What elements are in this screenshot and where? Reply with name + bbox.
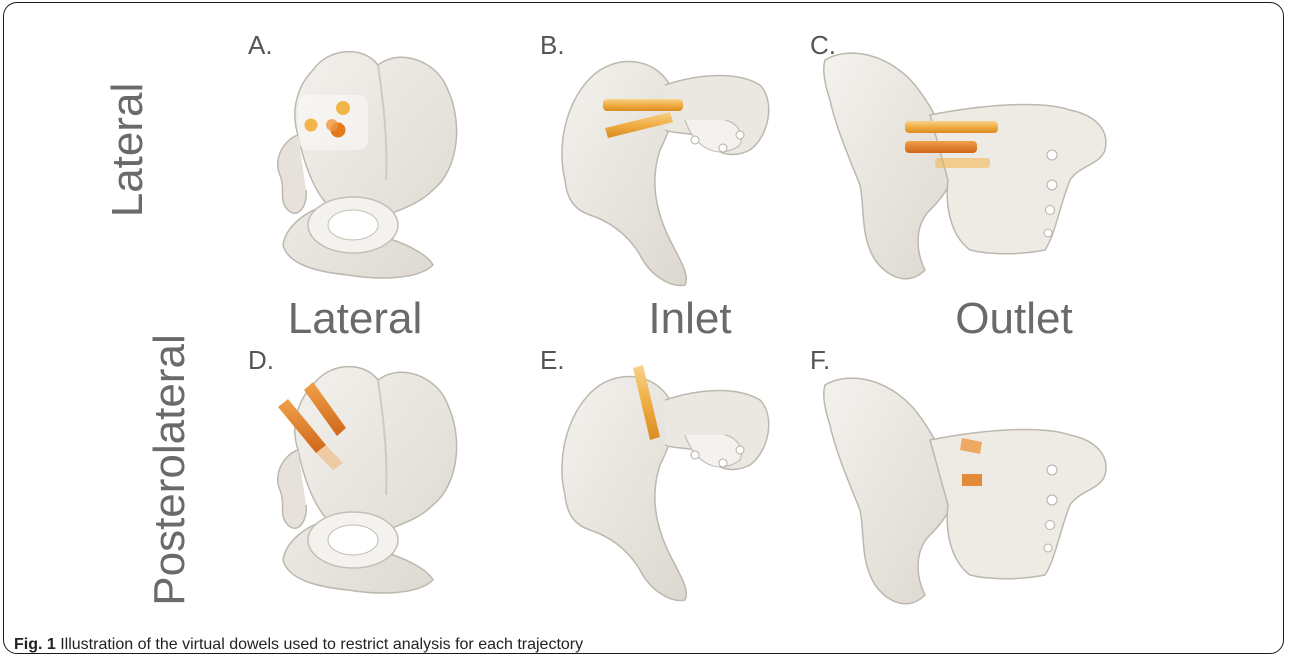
figure-caption: Fig. 1 Illustration of the virtual dowel…: [14, 636, 583, 654]
panel-d-image: [268, 355, 478, 605]
row-label-lateral: Lateral: [103, 50, 153, 250]
panel-b-image: [545, 40, 790, 290]
panel-a-image: [268, 40, 478, 290]
panel-c-image: [820, 45, 1115, 290]
caption-text: Illustration of the virtual dowels used …: [56, 636, 583, 653]
panel-e-image: [545, 355, 790, 605]
column-label-lateral: Lateral: [225, 294, 485, 344]
caption-label: Fig. 1: [14, 636, 56, 653]
column-label-outlet: Outlet: [884, 294, 1144, 344]
panel-f-image: [820, 370, 1115, 615]
row-label-posterolateral: Posterolateral: [145, 320, 195, 620]
column-label-inlet: Inlet: [560, 294, 820, 344]
